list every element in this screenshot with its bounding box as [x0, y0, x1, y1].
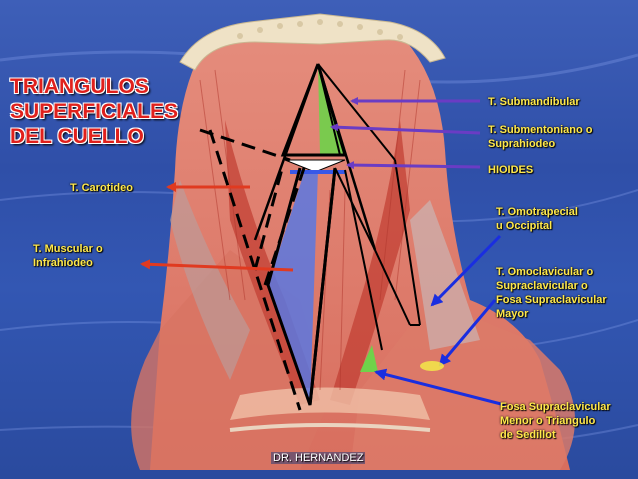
label-fosa-menor-line-3: de Sedillot	[500, 429, 556, 441]
label-omoclavicular-line-1: T. Omoclavicular o	[496, 266, 594, 278]
sedillot-triangle	[360, 345, 378, 372]
arrow-omotrapecial	[430, 234, 502, 307]
arrow-submentoniano	[330, 123, 481, 135]
label-carotideo: T. Carotideo	[70, 182, 133, 194]
label-hioides: HIOIDES	[488, 164, 534, 176]
label-submandibular: T. Submandibular	[488, 96, 580, 108]
triangle-outlines	[253, 63, 421, 406]
author-credit: DR. HERNANDEZ	[271, 452, 366, 464]
arrow-fosa-menor	[374, 368, 506, 407]
label-fosa-menor-line-1: Fosa Supraclavicular	[500, 401, 611, 413]
label-submentoniano-line-1: T. Submentoniano o	[488, 124, 593, 136]
title-line-1: TRIANGULOS	[10, 75, 149, 98]
label-submentoniano: T. Submentoniano o Suprahiodeo	[488, 123, 593, 151]
title-line-3: DEL CUELLO	[10, 125, 144, 148]
title-line-2: SUPERFICIALES	[10, 100, 179, 123]
label-fosa-menor: Fosa Supraclavicular Menor o Triangulo d…	[500, 400, 611, 442]
mandible-bone	[179, 13, 446, 71]
arrow-muscular	[140, 259, 294, 272]
label-omoclavicular-line-2: Supraclavicular o	[496, 280, 588, 292]
label-muscular-line-1: T. Muscular o	[33, 243, 103, 255]
slide-title: TRIANGULOS SUPERFICIALES DEL CUELLO	[10, 74, 178, 149]
arrow-omoclavicular	[438, 299, 497, 367]
label-omotrapecial: T. Omotrapecial u Occipital	[496, 205, 578, 233]
label-omotrapecial-line-2: u Occipital	[496, 220, 553, 232]
label-muscular: T. Muscular o Infrahiodeo	[33, 242, 103, 270]
label-omoclavicular-line-4: Mayor	[496, 308, 529, 320]
dashed-borders	[199, 128, 307, 411]
label-fosa-menor-line-2: Menor o Triangulo	[500, 415, 596, 427]
label-omotrapecial-line-1: T. Omotrapecial	[496, 206, 578, 218]
label-omoclavicular: T. Omoclavicular o Supraclavicular o Fos…	[496, 265, 607, 321]
label-submentoniano-line-2: Suprahiodeo	[488, 138, 556, 150]
label-omoclavicular-line-3: Fosa Supraclavicular	[496, 294, 607, 306]
label-muscular-line-2: Infrahiodeo	[33, 257, 93, 269]
muscular-triangle	[268, 170, 318, 405]
arrow-hioides	[346, 161, 481, 170]
supraclavicular-fat	[420, 361, 444, 371]
